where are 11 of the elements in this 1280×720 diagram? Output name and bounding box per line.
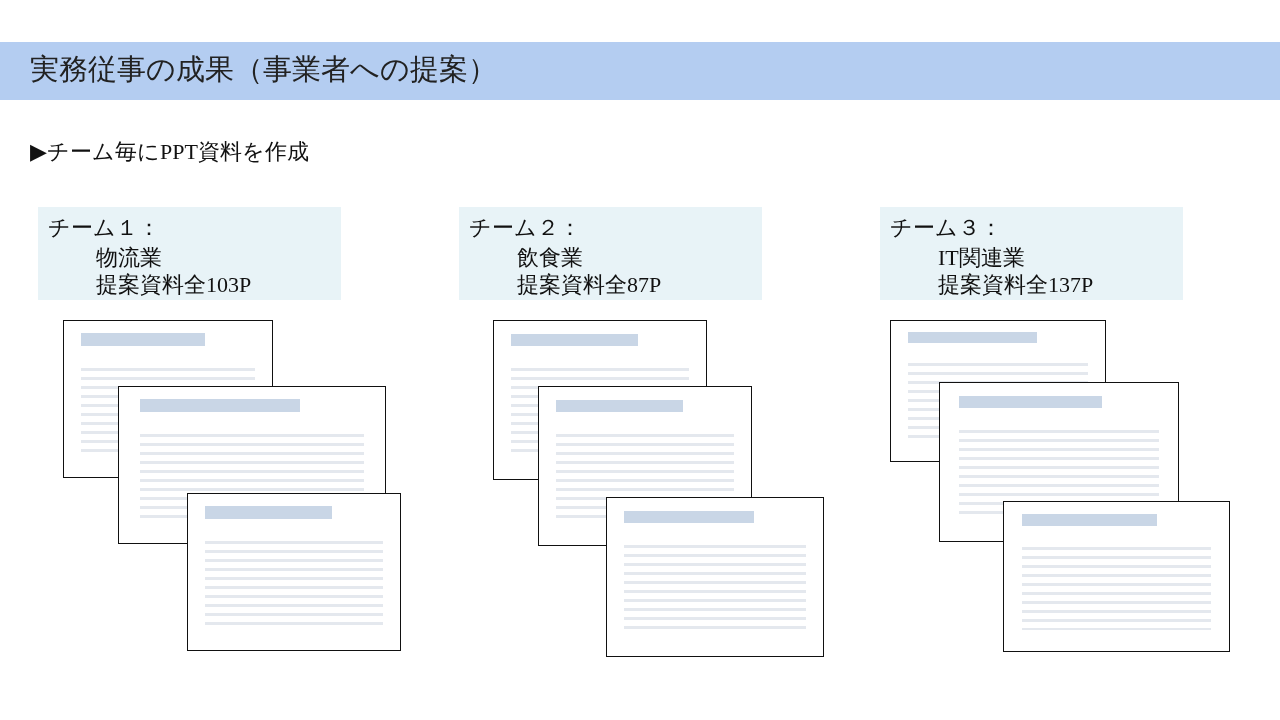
team-heading: チーム２： [469, 215, 581, 241]
team-heading: チーム１： [48, 215, 160, 241]
section-heading: ▶チーム毎にPPT資料を作成 [30, 138, 309, 166]
team-detail: IT関連業 [938, 245, 1025, 271]
team-detail: 提案資料全87P [517, 272, 662, 298]
team-heading: チーム３： [890, 215, 1002, 241]
team-detail: 飲食業 [517, 245, 583, 271]
team-detail: 提案資料全103P [96, 272, 252, 298]
team-detail: 提案資料全137P [938, 272, 1094, 298]
team-detail: 物流業 [96, 245, 162, 271]
slide-title: 実務従事の成果（事業者への提案） [30, 52, 497, 87]
